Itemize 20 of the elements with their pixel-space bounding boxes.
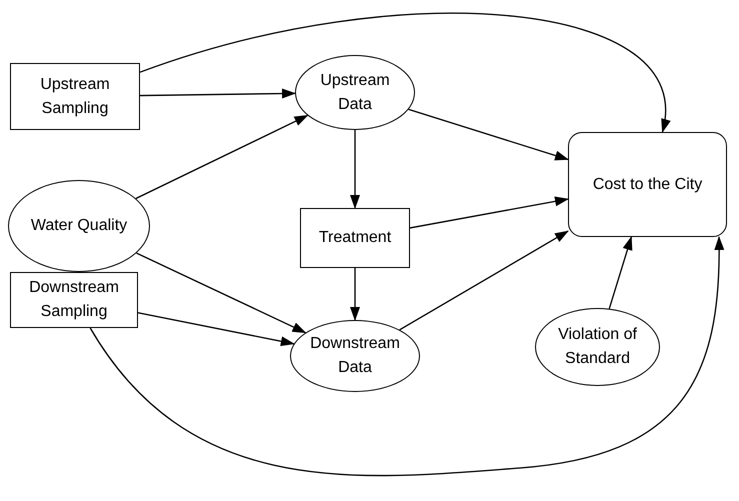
arrow (140, 88, 296, 99)
process-box: Treatment (300, 208, 410, 268)
ellipse-node: Violation of Standard (535, 308, 660, 386)
ellipse-node: Downstream Data (290, 320, 420, 392)
arrow (399, 230, 569, 330)
arrow (350, 268, 360, 321)
arrow (410, 196, 569, 229)
arrow (408, 108, 569, 160)
arrow (90, 236, 724, 476)
rounded-box: Cost to the City (568, 132, 727, 237)
process-box: Upstream Sampling (10, 63, 140, 130)
process-box: Downstream Sampling (10, 272, 138, 328)
ellipse-node: Upstream Data (295, 55, 415, 130)
arrow (138, 312, 295, 346)
arrow (608, 236, 632, 309)
arrow (350, 130, 360, 209)
ellipse-node: Water Quality (8, 180, 150, 272)
arrow (140, 12, 668, 133)
arrow (136, 252, 306, 334)
arrow (136, 114, 308, 200)
